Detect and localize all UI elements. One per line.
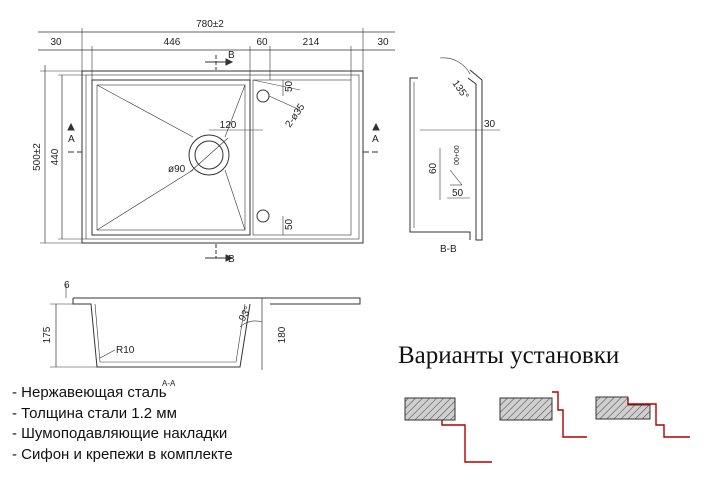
section-mark-top: B <box>228 50 235 61</box>
top-view <box>38 28 395 262</box>
dim-front-r10: R10 <box>116 345 135 356</box>
feature-item: - Шумоподавляющие накладки <box>12 425 228 442</box>
dim-drain-dia: ø90 <box>168 164 186 175</box>
install-variant-2 <box>499 391 587 438</box>
sink-rim-inner <box>85 74 360 240</box>
dim-margin-right: 30 <box>377 37 389 48</box>
dim-side-30: 30 <box>484 119 496 130</box>
feature-item: - Толщина стали 1.2 мм <box>12 404 177 422</box>
section-mark-bottom: B <box>228 254 235 265</box>
sink-outline <box>81 70 364 244</box>
feature-item: - Сифон и крепежи в комплекте <box>12 445 233 463</box>
dim-overall-width: 780±2 <box>196 19 224 30</box>
feature-list: - Нержавеющая сталь - Толщина стали 1.2 … <box>12 383 233 465</box>
dim-front-180: 180 <box>277 326 288 343</box>
dim-margin-left: 30 <box>50 37 62 48</box>
dim-gap: 60 <box>256 37 268 48</box>
feature-item: - Нержавеющая сталь <box>12 384 167 401</box>
dim-hole-top: 50 <box>284 80 295 92</box>
tap-hole-top <box>256 89 270 103</box>
side-mark-right: A <box>372 134 379 145</box>
section-aa-view <box>50 284 361 370</box>
dim-front-175: 175 <box>42 326 53 343</box>
install-title: Варианты установки <box>398 342 620 369</box>
dim-inner-depth: 440 <box>50 148 61 165</box>
dim-overall-depth: 500±2 <box>32 143 43 171</box>
tap-hole-bottom <box>256 209 270 223</box>
dim-bowl-width: 446 <box>164 37 181 48</box>
bowl-outline <box>91 79 251 236</box>
install-variant-3 <box>595 396 690 438</box>
section-aa-labels: 6 175 180 R10 93° A-A <box>42 280 288 388</box>
section-bb-labels: 135° 30 60 00+00 50 B-B <box>428 78 496 255</box>
dim-drain-offset: 120 <box>220 120 237 131</box>
dim-holes: 2-ø35 <box>283 102 307 130</box>
bowl-bottom <box>96 84 246 231</box>
dim-side-50: 50 <box>452 188 464 199</box>
dim-drainer-width: 214 <box>303 37 320 48</box>
top-view-labels: 780±2 30 446 60 214 30 500±2 440 120 ø90… <box>32 19 389 265</box>
section-bb-view <box>409 57 500 241</box>
dim-hole-bottom: 50 <box>284 218 295 230</box>
side-mark-left: A <box>68 134 75 145</box>
dim-side-code: 00+00 <box>454 145 461 165</box>
install-variant-1 <box>404 397 492 463</box>
section-aa-label: A-A <box>162 379 176 388</box>
dim-front-6: 6 <box>64 280 70 291</box>
drainer-area <box>252 79 352 236</box>
dim-side-60: 60 <box>428 162 439 174</box>
section-bb-label: B-B <box>440 244 457 255</box>
drain-inner <box>194 140 224 170</box>
dim-side-angle: 135° <box>450 78 471 101</box>
drain-outer <box>188 134 230 176</box>
dim-front-angle: 93° <box>237 305 254 324</box>
